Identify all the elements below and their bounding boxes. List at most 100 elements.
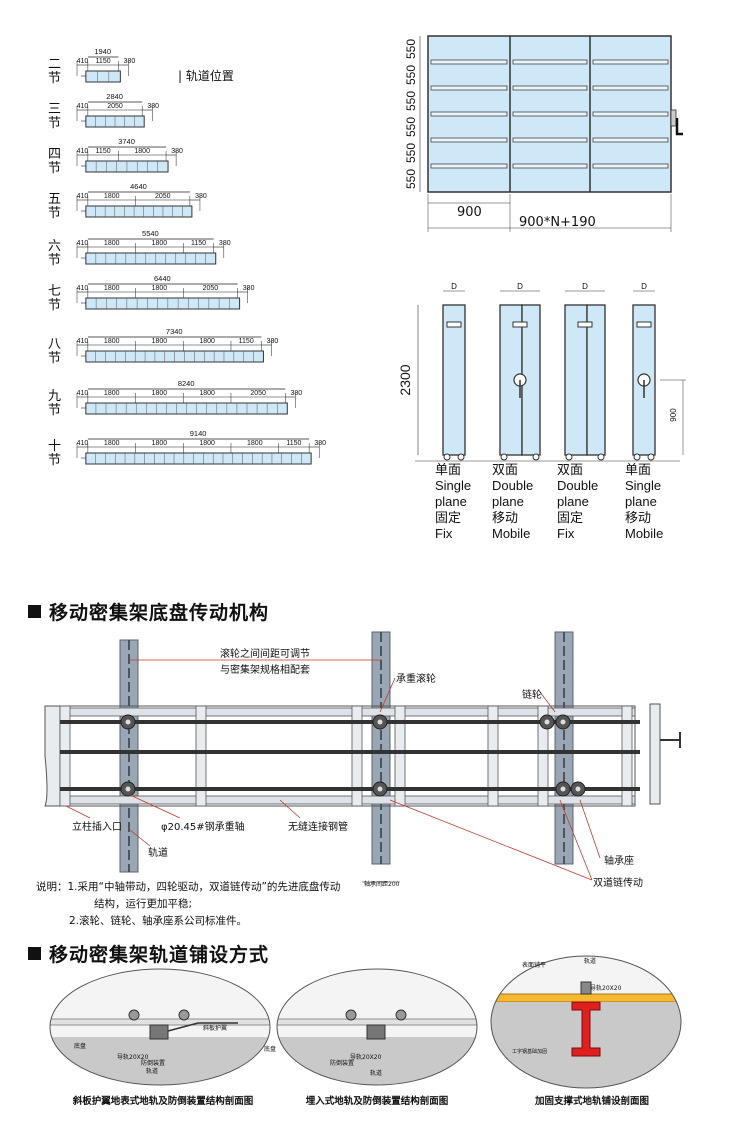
rail-install-title: 移动密集架轨道铺设方式 [28,940,269,967]
rail-position-label: | 轨道位置 [178,69,234,83]
type-en3: Mobile [625,526,664,541]
shelf-board [512,137,588,143]
shelf-board [430,137,508,143]
type-en3: Fix [435,526,453,541]
rack-body [85,205,193,218]
rail-label-3: 轨道 [584,958,597,965]
segment-value: 380 [290,390,302,397]
rack-body [85,252,217,265]
row-height: 550 [404,143,418,163]
section-total: 9140 [190,429,207,438]
wheel [633,453,641,461]
segment-value: 1150 [191,240,206,247]
rail-label-1: 轨道 [146,1068,159,1075]
segment-value: 2050 [155,193,171,200]
type-en2: plane [625,494,657,509]
shelf-board [430,111,508,117]
rail-spacing-label: 轴承间距200 [364,881,400,888]
type-cn2: 固定 [557,510,584,525]
front-width-formula: 900*N+190 [519,215,596,230]
slot [636,321,652,328]
type-cn2: 移动 [625,510,652,525]
double-chain-label: 双道链传动 [593,878,643,889]
depth-label: D [451,282,457,291]
section-total: 6440 [154,274,171,283]
segment-value: 410 [77,338,89,345]
segment-value: 410 [77,390,89,397]
cabinet-side [442,304,466,456]
note-line-1: 1.采用“中轴带动，四轮驱动，双道链传动”的先进底盘传动 [67,881,341,893]
axle-label: φ20.45#钢承重轴 [161,822,245,833]
section-total: 2840 [106,92,123,101]
segment-value: 410 [77,193,89,200]
shelf-board [592,59,669,65]
slot [446,321,462,328]
shelf-board [430,163,508,169]
segment-value: 380 [243,285,255,292]
surface-layer [491,993,681,1003]
chassis-title: 移动密集架底盘传动机构 [28,598,269,625]
wheel [457,453,465,461]
shelf-board [592,85,669,91]
leader-sprocket [539,691,556,713]
segment-value: 410 [77,440,89,447]
type-en3: Fix [557,526,575,541]
segment-value: 1800 [152,240,168,247]
wheel-hub [377,786,383,792]
rail-profile [149,1024,169,1040]
section-total: 4640 [130,182,147,191]
segment-value: 380 [267,338,279,345]
title-square-icon [28,947,41,960]
wheel-icon [345,1009,357,1021]
segment-value: 1150 [286,440,301,447]
type-en1: Single [435,478,472,493]
note-line-1b: 结构，运行更加平稳; [94,898,193,910]
floor-label-2: 底盘 [264,1046,277,1053]
wheel [500,453,508,461]
adjust-note-2: 与密集架规格相配套 [220,665,310,676]
type-cn1: 双面 [557,462,584,477]
segment-value: 2050 [250,390,266,397]
section-total: 8240 [178,379,195,388]
rail-profile [366,1024,386,1040]
section-label: 七节 [48,284,62,313]
type-cn1: 单面 [625,462,652,477]
wheel [565,453,573,461]
shelf-board [512,85,588,91]
segment-value: 1150 [96,58,111,65]
section-label: 六节 [48,239,62,268]
segment-value: 1150 [239,338,254,345]
section-label: 九节 [48,389,62,418]
segment-value: 2050 [107,103,123,110]
type-en2: plane [435,494,467,509]
ellipse-outline [490,955,682,1089]
leader-axle [129,794,181,819]
chassis-note: 说明：1.采用“中轴带动，四轮驱动，双道链传动”的先进底盘传动 结构，运行更加平… [36,879,340,930]
segment-value: 1800 [104,240,120,247]
note-prefix: 说明： [36,881,68,893]
i-beam-label: 工字钢基础加固 [512,1049,548,1055]
row-height: 550 [404,65,418,85]
rail-caption-3: 加固支撑式地轨铺设剖面图 [534,1096,649,1107]
shelf-board [430,85,508,91]
segment-value: 1800 [104,390,120,397]
rail-caption-1: 斜板护翼地表式地轨及防倒装置结构剖面图 [72,1096,254,1107]
leader-rail [129,829,151,847]
segment-value: 410 [77,240,89,247]
row-height: 550 [404,169,418,189]
wheel-icon [128,1009,140,1021]
segment-value: 380 [124,58,136,65]
segment-value: 380 [314,440,326,447]
leader-double-chain-2 [559,799,593,881]
wheel-hub [125,786,131,792]
segment-value: 1150 [96,148,111,155]
wheel-hub [125,719,131,725]
segment-value: 2050 [203,285,219,292]
section-label: 五节 [48,192,62,221]
right-end-plate [649,703,661,805]
bearing-seat-label: 轴承座 [604,856,634,867]
